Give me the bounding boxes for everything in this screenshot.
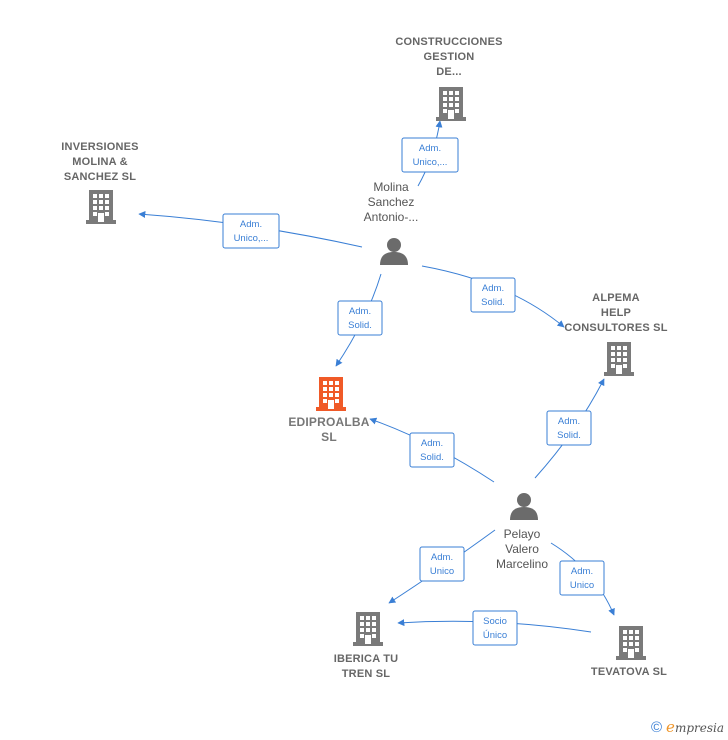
svg-text:Adm.: Adm. [240,219,262,230]
svg-text:DE...: DE... [436,66,461,78]
svg-text:Marcelino: Marcelino [496,557,548,571]
building-icon [86,190,116,224]
node-iberica[interactable]: IBERICA TU TREN SL [334,612,399,680]
svg-text:Unico: Unico [430,566,454,577]
svg-text:Unico: Unico [570,580,594,591]
svg-text:INVERSIONES: INVERSIONES [61,141,138,153]
svg-text:Solid.: Solid. [348,320,372,331]
svg-text:Solid.: Solid. [420,452,444,463]
node-inversiones[interactable]: INVERSIONES MOLINA & SANCHEZ SL [61,141,138,224]
node-construcciones[interactable]: CONSTRUCCIONES GESTION DE... [395,36,502,121]
svg-text:HELP: HELP [601,307,631,319]
svg-text:Molina: Molina [373,180,409,194]
svg-text:MOLINA &: MOLINA & [72,156,128,168]
copyright-icon: © [650,718,663,736]
svg-text:CONSTRUCCIONES: CONSTRUCCIONES [395,36,502,48]
svg-text:CONSULTORES SL: CONSULTORES SL [564,322,667,334]
edge-label-molina-alpema[interactable]: Adm. Solid. [470,277,516,313]
svg-text:GESTION: GESTION [424,51,475,63]
svg-text:EDIPROALBA: EDIPROALBA [288,415,369,429]
svg-text:Antonio-...: Antonio-... [364,210,419,224]
edge-label-molina-inversiones[interactable]: Adm. Unico,... [222,213,280,249]
footer-brand: © empresia [651,718,724,736]
svg-text:Adm.: Adm. [419,143,441,154]
edge-label-molina-ediproalba[interactable]: Adm. Solid. [337,300,383,336]
svg-text:Adm.: Adm. [558,416,580,427]
node-alpema[interactable]: ALPEMA HELP CONSULTORES SL [564,292,667,376]
building-icon [616,626,646,660]
node-tevatova[interactable]: TEVATOVA SL [591,626,667,678]
svg-text:Socio: Socio [483,616,507,627]
svg-text:IBERICA TU: IBERICA TU [334,653,399,665]
person-icon [380,238,408,265]
edge-label-pelayo-iberica[interactable]: Adm. Unico [419,546,465,582]
svg-text:Único: Único [483,630,507,641]
edge-label-tevatova-iberica[interactable]: Socio Único [472,610,518,646]
node-ediproalba[interactable]: EDIPROALBA SL [288,377,370,444]
svg-text:Unico,...: Unico,... [234,233,269,244]
building-icon [604,342,634,376]
svg-text:SANCHEZ SL: SANCHEZ SL [64,171,136,183]
svg-text:ALPEMA: ALPEMA [592,292,640,304]
svg-text:Solid.: Solid. [557,430,581,441]
svg-text:Adm.: Adm. [431,552,453,563]
svg-text:Adm.: Adm. [349,306,371,317]
person-icon [510,493,538,520]
svg-text:Unico,...: Unico,... [413,157,448,168]
svg-text:Adm.: Adm. [571,566,593,577]
svg-text:Valero: Valero [505,542,539,556]
building-icon [436,87,466,121]
building-icon [353,612,383,646]
svg-text:Pelayo: Pelayo [504,527,541,541]
brand-logo: empresia [666,718,724,736]
edge-label-pelayo-ediproalba[interactable]: Adm. Solid. [409,432,455,468]
svg-text:TEVATOVA SL: TEVATOVA SL [591,666,667,678]
edge-label-pelayo-tevatova[interactable]: Adm. Unico [559,560,605,596]
svg-text:Adm.: Adm. [482,283,504,294]
node-molina[interactable]: Molina Sanchez Antonio-... [364,180,419,265]
svg-text:Adm.: Adm. [421,438,443,449]
svg-text:Solid.: Solid. [481,297,505,308]
node-pelayo[interactable]: Pelayo Valero Marcelino [496,493,548,571]
edge-label-pelayo-alpema[interactable]: Adm. Solid. [546,410,592,446]
svg-text:SL: SL [321,430,337,444]
svg-text:TREN SL: TREN SL [342,668,391,680]
svg-text:Sanchez: Sanchez [368,195,415,209]
edge-label-molina-construcciones[interactable]: Adm. Unico,... [401,137,459,173]
building-icon [316,377,346,411]
